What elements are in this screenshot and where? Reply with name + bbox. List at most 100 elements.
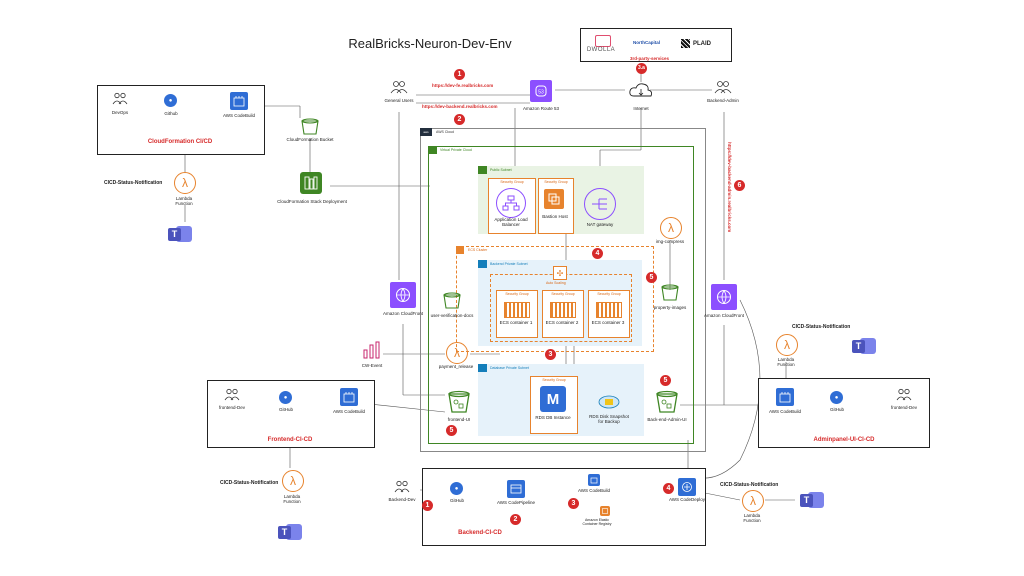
badge-3-backend: 3 <box>568 498 579 509</box>
cf-teams-icon: T <box>168 222 192 244</box>
badge-1-backend: 1 <box>422 500 433 511</box>
aws-cloud-label: AWS Cloud <box>436 130 454 134</box>
cf-github-label: Github <box>164 111 178 116</box>
general-users-label: General Users <box>384 98 414 103</box>
cloudfront-right-label: Amazon CloudFront <box>703 313 745 318</box>
rds-label: RDS DB Instance <box>535 415 571 420</box>
be-lambda-icon: λ <box>742 490 764 512</box>
cf-github-icon: ● <box>164 94 177 107</box>
be-codebuild-label: AWS CodeBuild <box>577 488 611 493</box>
backend-cicd-title: Backend-CI-CD <box>458 530 502 536</box>
cw-event-icon <box>362 340 382 360</box>
vpc-tag <box>428 146 437 154</box>
third-party-label: 3rd-party-services <box>630 56 670 61</box>
fe-lambda-icon: λ <box>282 470 304 492</box>
northcapital-logo: NorthCapital <box>633 40 660 45</box>
cf-stack-label: CloudFormation Stack Deployment <box>277 199 347 204</box>
payment-release-label: payment_release <box>438 364 474 369</box>
third-party-box: DWOLLA NorthCapital PLAID <box>580 28 732 62</box>
cloudfront-left-label: Amazon CloudFront <box>382 311 424 316</box>
aws-cloud-tag: aws <box>420 128 432 136</box>
img-compress-icon: λ <box>660 217 682 239</box>
dwolla-logo-mark <box>595 35 611 47</box>
ecs1-sg-label: Security Group <box>505 292 529 296</box>
badge-4-backend: 4 <box>663 483 674 494</box>
admin-ui-bucket-icon <box>654 390 680 414</box>
cf-notify-label: CICD-Status-Notification <box>104 180 163 186</box>
be-teams-icon: T <box>800 488 824 510</box>
snapshot-label: RDS Disk Snapshot for Backup <box>589 414 629 425</box>
backend-subnet-tag <box>478 260 487 268</box>
fe-codebuild-label: AWS CodeBuild <box>332 409 366 414</box>
route53-label: Amazon Route 53 <box>522 106 560 111</box>
database-subnet-label: Database Private Subnet <box>490 366 529 370</box>
ap-github-icon: ● <box>830 391 843 404</box>
ecs-cluster-tag <box>456 246 464 254</box>
be-notify-label: CICD-Status-Notification <box>720 482 779 488</box>
badge-5-admin: 5 <box>660 375 671 386</box>
vpc-region <box>428 146 694 444</box>
be-codedeploy-label: AWS CodeDeploy <box>668 497 706 502</box>
cloudfront-left-icon <box>390 282 416 308</box>
be-codepipeline-label: AWS CodePipeline <box>496 500 536 505</box>
cloudformation-title: CloudFormation CI/CD <box>147 139 213 145</box>
plaid-logo: PLAID <box>681 39 711 48</box>
public-subnet-tag <box>478 166 487 174</box>
badge-5-aws: 5 <box>646 272 657 283</box>
fe-codebuild-icon <box>340 388 358 406</box>
cf-bucket-icon <box>299 118 321 136</box>
backend-subnet-label: Backend Private Subnet <box>490 262 528 266</box>
aws-cloud-region <box>420 128 706 452</box>
frontend-ui-bucket-label: frontend-UI <box>447 417 471 422</box>
frontend-cicd-title: Frontend-CI-CD <box>267 437 313 443</box>
database-subnet-tag <box>478 364 487 372</box>
vpc-label: Virtual Private Cloud <box>440 148 472 152</box>
ecs3-sg-label: Security Group <box>597 292 621 296</box>
diagram-title: RealBricks-Neuron-Dev-Env <box>348 36 512 51</box>
badge-3-aws: 3 <box>545 349 556 360</box>
backend-dev-label: Backend-Dev <box>388 497 416 502</box>
cw-event-label: CW-Event <box>361 363 383 368</box>
fe-github-glyph: ● <box>283 394 288 401</box>
fe-teams-front: T <box>278 526 291 539</box>
internet-icon <box>628 82 654 100</box>
property-images-label: property-images <box>653 305 687 310</box>
rds-icon: M <box>540 386 566 412</box>
ecs-cluster-label: ECS Cluster <box>468 248 488 252</box>
frontend-ui-bucket-icon <box>446 390 472 414</box>
be-github-label: GitHub <box>449 498 464 503</box>
be-codedeploy-icon <box>678 478 696 496</box>
badge-2-top: 2 <box>454 114 465 125</box>
adminpanel-cicd-title: Adminpanel-UI-CI-CD <box>813 437 875 443</box>
fe-notify-label: CICD-Status-Notification <box>220 480 279 486</box>
be-teams-front: T <box>800 494 813 507</box>
ap-codebuild-icon <box>776 388 794 406</box>
be-codebuild-icon <box>588 474 600 486</box>
backend-admin-label: Backend-Admin <box>707 98 739 103</box>
admin-ui-bucket-label: Back-end-Admin-UI <box>647 417 687 422</box>
badge-2-backend: 2 <box>510 514 521 525</box>
cf-lambda-icon: λ <box>174 172 196 194</box>
cf-teams-front: T <box>168 228 181 241</box>
ap-teams-front: T <box>852 340 865 353</box>
plaid-label: PLAID <box>693 40 711 47</box>
badge-4-aws: 4 <box>592 248 603 259</box>
ecs2-label: ECS container 2 <box>545 320 579 325</box>
backend-cicd-box <box>422 468 706 546</box>
ap-teams-icon: T <box>852 334 876 356</box>
ap-dev-icon <box>896 388 912 401</box>
bastion-icon <box>544 189 564 209</box>
fe-lambda-label: Lambda Function <box>283 494 301 505</box>
be-codepipeline-icon <box>507 480 525 498</box>
ecs2-sg-label: Security Group <box>551 292 575 296</box>
ap-codebuild-label: AWS CodeBuild <box>768 409 802 414</box>
payment-release-icon: λ <box>446 342 468 364</box>
ap-lambda-icon: λ <box>776 334 798 356</box>
badge-5-frontend: 5 <box>446 425 457 436</box>
bastion-sg-label: Security Group <box>544 180 568 184</box>
frontend-dev-icon <box>224 388 240 401</box>
backend-dev-icon <box>394 480 410 493</box>
be-github-glyph: ● <box>454 485 459 492</box>
fe-github-icon: ● <box>279 391 292 404</box>
badge-1-top: 1 <box>454 69 465 80</box>
